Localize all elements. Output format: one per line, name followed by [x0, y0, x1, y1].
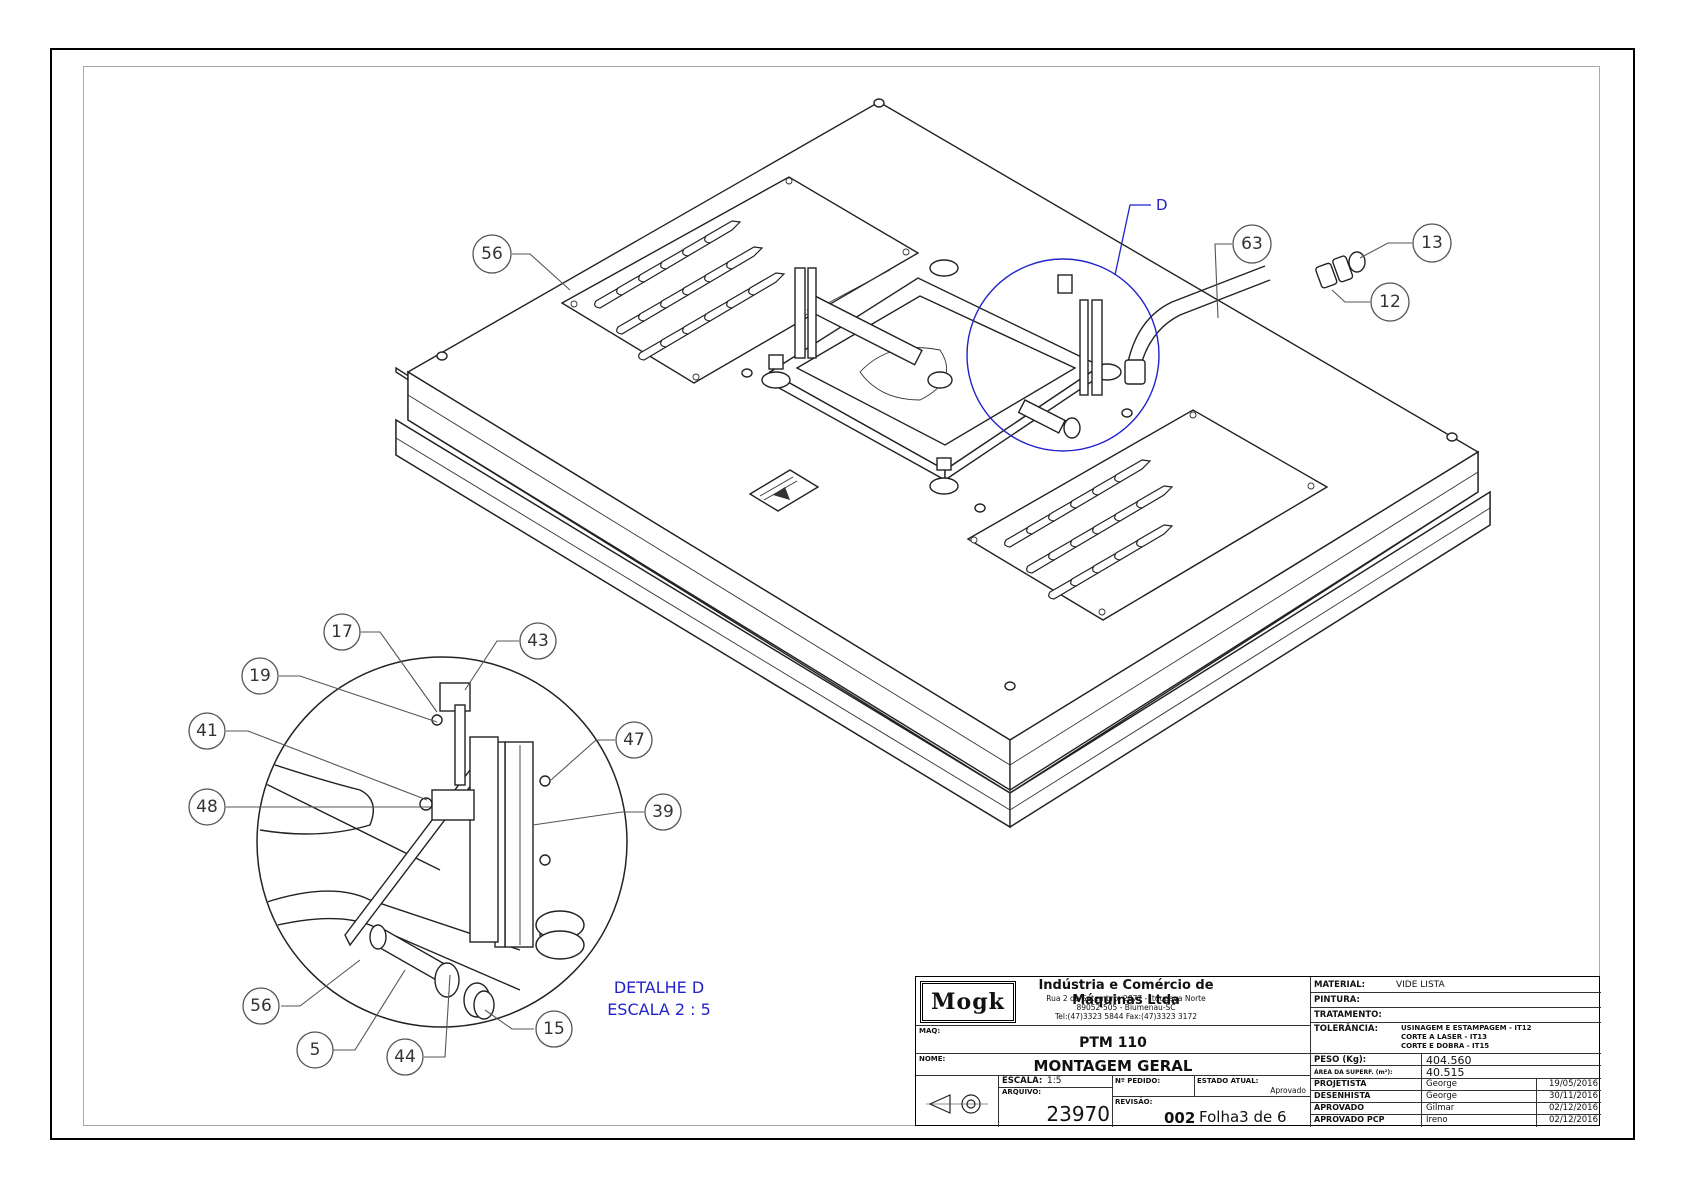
- balloon: 48: [188, 788, 226, 826]
- tolerancia-line: CORTE A LASER - IT13: [1401, 1033, 1488, 1041]
- balloon-number: 56: [481, 244, 503, 264]
- approval-role: APROVADO PCP: [1314, 1115, 1385, 1124]
- detail-view: [256, 656, 628, 1028]
- balloon-number: 47: [623, 730, 645, 750]
- balloon: 17: [323, 613, 361, 651]
- leaders-detail: [226, 631, 644, 1058]
- balloon-number: 15: [543, 1019, 565, 1039]
- balloon: 12: [1370, 282, 1410, 322]
- balloon: 43: [519, 622, 557, 660]
- peso-label: PESO (Kg):: [1314, 1055, 1367, 1065]
- projection-symbol: [926, 1094, 988, 1114]
- approval-name: Ireno: [1426, 1115, 1448, 1125]
- nome-label: NOME:: [919, 1055, 946, 1063]
- warning-label: [748, 469, 820, 512]
- detail-title: DETALHE D: [614, 978, 704, 997]
- folha-value: Folha3 de 6: [1199, 1108, 1287, 1126]
- escala-label: ESCALA:: [1002, 1076, 1043, 1086]
- balloon-number: 5: [310, 1040, 321, 1060]
- louver-slot: [1136, 485, 1174, 509]
- title-block: Mogk Indústria e Comércio de Máquinas Lt…: [915, 976, 1601, 1127]
- louver-slot: [1136, 524, 1174, 548]
- address-line: 89052-505 - Blumenau-SC: [1076, 1003, 1176, 1012]
- balloon: 13: [1412, 223, 1452, 263]
- drawing-area-border: [83, 66, 1600, 1126]
- area-label: ÁREA DA SUPERF. (m²):: [1314, 1069, 1393, 1076]
- pintura-label: PINTURA:: [1314, 995, 1360, 1005]
- address-line: Tel:(47)3323 5844 Fax:(47)3323 3172: [1054, 1012, 1197, 1021]
- balloon: 5: [296, 1031, 334, 1069]
- balloon-number: 43: [527, 631, 549, 651]
- detail-callout-circle: D: [966, 196, 1168, 452]
- approval-role: APROVADO: [1314, 1103, 1365, 1112]
- company-name: Indústria e Comércio de Máquinas Ltda: [1038, 978, 1214, 1008]
- address-line: Rua 2 de Setembro, 2877 - Itoupava Norte: [1046, 994, 1206, 1003]
- revisao-label: REVISÃO:: [1115, 1098, 1153, 1106]
- louver-panel-left: [560, 176, 920, 384]
- balloon-number: 13: [1421, 233, 1443, 253]
- balloon: 56: [472, 234, 512, 274]
- hose-assembly: [1124, 251, 1366, 385]
- balloon-number: 56: [250, 996, 272, 1016]
- balloon: 19: [241, 657, 279, 695]
- approval-name: George: [1426, 1079, 1457, 1089]
- balloon-number: 48: [196, 797, 218, 817]
- tratamento-label: TRATAMENTO:: [1314, 1010, 1382, 1020]
- balloon: 63: [1232, 224, 1272, 264]
- louver-slot: [748, 272, 786, 296]
- arquivo-label: ARQUIVO:: [1002, 1088, 1042, 1096]
- logo-text: Mogk: [931, 989, 1005, 1015]
- approval-name: George: [1426, 1091, 1457, 1101]
- louver-slot: [1114, 459, 1152, 483]
- approval-date: 30/11/2016: [1549, 1091, 1598, 1101]
- balloon: 44: [386, 1038, 424, 1076]
- balloon-number: 17: [331, 622, 353, 642]
- balloon: 41: [188, 712, 226, 750]
- arquivo-value: 23970: [1046, 1102, 1110, 1126]
- detail-ref-label: D: [1156, 196, 1168, 214]
- approval-role: PROJETISTA: [1314, 1079, 1367, 1088]
- approval-date: 02/12/2016: [1549, 1103, 1598, 1113]
- maq-value: PTM 110: [1079, 1035, 1147, 1051]
- peso-value: 404.560: [1426, 1054, 1472, 1067]
- balloon: 47: [615, 721, 653, 759]
- approval-date: 02/12/2016: [1549, 1115, 1598, 1125]
- nome-value: MONTAGEM GERAL: [1033, 1057, 1193, 1075]
- plate-bolts: [436, 98, 1458, 691]
- estado-label: ESTADO ATUAL:: [1197, 1077, 1259, 1085]
- balloon: 15: [535, 1010, 573, 1048]
- detail-scale: ESCALA 2 : 5: [607, 1000, 711, 1019]
- balloon-number: 39: [652, 802, 674, 822]
- sheet-border: [50, 48, 1635, 1140]
- leaders-main: [512, 242, 1412, 319]
- balloon: 39: [644, 793, 682, 831]
- tolerancia-line: USINAGEM E ESTAMPAGEM - IT12: [1401, 1024, 1532, 1032]
- area-value: 40.515: [1426, 1066, 1465, 1079]
- revisao-value: 002: [1164, 1109, 1196, 1127]
- louver-panel-right: [966, 409, 1329, 621]
- louver-slot: [704, 220, 742, 244]
- balloon-number: 44: [394, 1047, 416, 1067]
- escala-value: 1:5: [1047, 1076, 1062, 1086]
- maq-label: MAQ:: [919, 1027, 941, 1035]
- approval-date: 19/05/2016: [1549, 1079, 1598, 1089]
- approval-name: Gilmar: [1426, 1103, 1455, 1113]
- tolerancia-label: TOLERÂNCIA:: [1314, 1024, 1379, 1034]
- material-label: MATERIAL:: [1314, 980, 1366, 990]
- louver-slot: [726, 246, 764, 270]
- balloon-number: 19: [249, 666, 271, 686]
- estado-value: Aprovado: [1270, 1086, 1306, 1095]
- central-frame: [761, 259, 1122, 495]
- approval-role: DESENHISTA: [1314, 1091, 1371, 1100]
- balloon: 56: [242, 987, 280, 1025]
- tolerancia-line: CORTE E DOBRA - IT15: [1401, 1042, 1490, 1050]
- company-logo: Mogk: [920, 981, 1016, 1023]
- balloon-number: 12: [1379, 292, 1401, 312]
- pedido-label: Nº PEDIDO:: [1115, 1077, 1161, 1085]
- material-value: VIDE LISTA: [1396, 980, 1445, 990]
- balloon-number: 63: [1241, 234, 1263, 254]
- balloon-number: 41: [196, 721, 218, 741]
